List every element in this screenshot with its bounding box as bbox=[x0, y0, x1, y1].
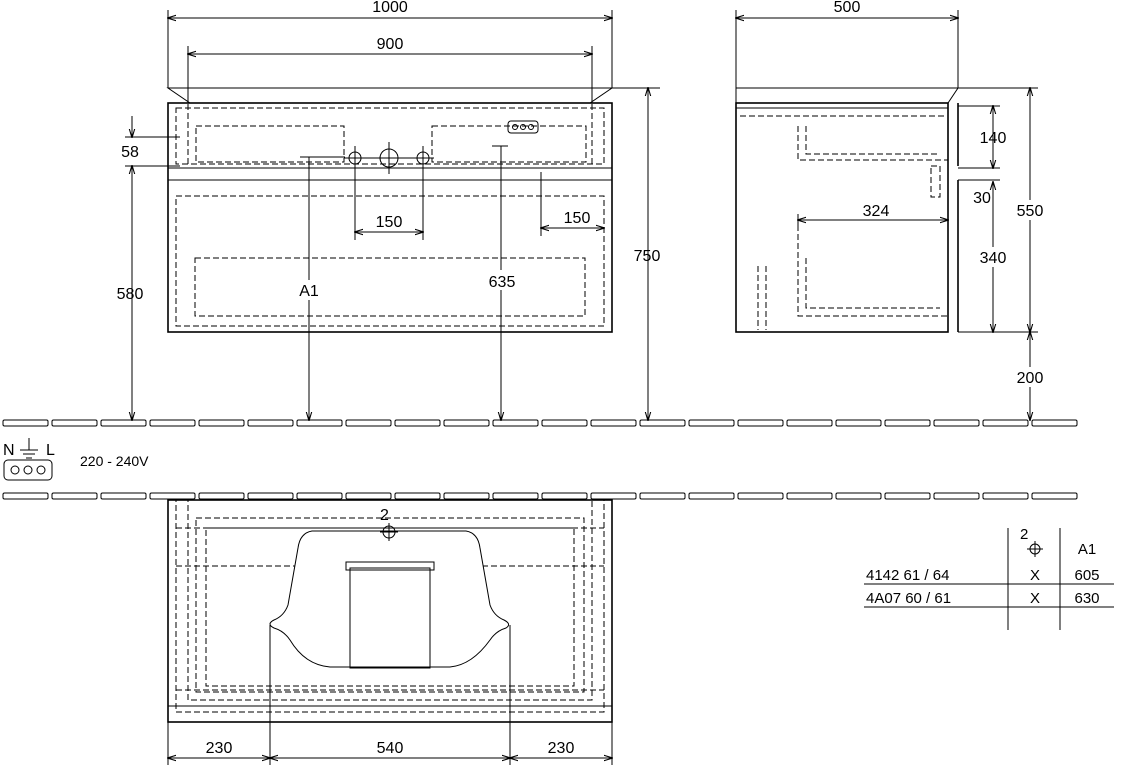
floor-tile bbox=[51, 492, 98, 500]
side-dimensions: 500 140 30 340 550 200 324 bbox=[736, 0, 1048, 420]
dim-58: 58 bbox=[121, 144, 139, 161]
dim-900: 900 bbox=[377, 36, 404, 53]
table-header-hole-icon bbox=[1027, 541, 1043, 557]
tap-holes bbox=[344, 142, 434, 174]
power-legend: N L 220 - 240V bbox=[3, 438, 149, 481]
front-dimensions: 1000 900 58 580 750 150 150 A1 635 bbox=[117, 0, 661, 420]
floor-tiles-bottom bbox=[2, 492, 1078, 500]
floor-tile bbox=[198, 419, 245, 427]
hole-label: 2 bbox=[380, 507, 389, 524]
floor-tile bbox=[443, 492, 490, 500]
floor-tile bbox=[884, 492, 931, 500]
floor-tile bbox=[1031, 419, 1078, 427]
floor-tile bbox=[835, 419, 882, 427]
side-view bbox=[735, 87, 959, 333]
floor-tile bbox=[198, 492, 245, 500]
floor-tile bbox=[541, 492, 588, 500]
table-row-2-mark: X bbox=[1030, 590, 1040, 607]
table-row-1-mark: X bbox=[1030, 567, 1040, 584]
table-row-2-value: 630 bbox=[1074, 590, 1099, 607]
dim-150-right: 150 bbox=[564, 210, 591, 227]
floor-tile bbox=[247, 419, 294, 427]
floor-tile bbox=[786, 492, 833, 500]
floor-tile bbox=[492, 419, 539, 427]
floor-tile bbox=[884, 419, 931, 427]
floor-tile bbox=[149, 492, 196, 500]
table-row-2-code: 4A07 60 / 61 bbox=[866, 590, 951, 607]
basin-outline bbox=[269, 530, 510, 668]
dim-500: 500 bbox=[834, 0, 861, 16]
dim-230-right: 230 bbox=[548, 740, 575, 757]
front-view bbox=[166, 87, 614, 333]
floor-tile bbox=[590, 419, 637, 427]
plan-view: 2 bbox=[167, 499, 613, 723]
floor-tile bbox=[2, 492, 49, 500]
tap-hole-icon bbox=[380, 523, 398, 541]
floor-tile bbox=[296, 492, 343, 500]
floor-tile bbox=[688, 419, 735, 427]
floor-tile bbox=[786, 419, 833, 427]
socket-outlet-icon bbox=[3, 459, 53, 481]
dim-1000: 1000 bbox=[372, 0, 408, 16]
floor-tile bbox=[639, 419, 686, 427]
dim-200: 200 bbox=[1017, 370, 1044, 387]
floor-tile bbox=[247, 492, 294, 500]
floor-tile bbox=[933, 419, 980, 427]
floor-tile bbox=[835, 492, 882, 500]
floor-tile bbox=[688, 492, 735, 500]
front-countertop bbox=[166, 87, 614, 104]
dim-550: 550 bbox=[1017, 203, 1044, 220]
live-label: L bbox=[46, 442, 55, 459]
voltage-label: 220 - 240V bbox=[80, 453, 149, 469]
dim-30: 30 bbox=[973, 190, 991, 207]
floor-tile bbox=[100, 492, 147, 500]
dim-580: 580 bbox=[117, 286, 144, 303]
floor-tile bbox=[394, 419, 441, 427]
dim-750: 750 bbox=[634, 248, 661, 265]
dim-230-left: 230 bbox=[206, 740, 233, 757]
floor-tile bbox=[100, 419, 147, 427]
variant-table: 2 A1 4142 61 / 64 X 605 4A07 60 / 61 X 6… bbox=[864, 526, 1114, 630]
floor-tile bbox=[639, 492, 686, 500]
floor-tile bbox=[590, 492, 637, 500]
dim-540: 540 bbox=[377, 740, 404, 757]
neutral-label: N bbox=[3, 442, 15, 459]
floor-tile bbox=[296, 419, 343, 427]
table-row-1-code: 4142 61 / 64 bbox=[866, 567, 949, 584]
table-header-a1: A1 bbox=[1078, 541, 1096, 558]
floor-tile bbox=[933, 492, 980, 500]
dim-635: 635 bbox=[489, 274, 516, 291]
socket-icon bbox=[507, 120, 539, 134]
floor-tile bbox=[149, 419, 196, 427]
floor-tile bbox=[443, 419, 490, 427]
floor-tile bbox=[345, 492, 392, 500]
table-header-hole-label: 2 bbox=[1020, 526, 1028, 543]
floor-tile bbox=[982, 419, 1029, 427]
floor-tiles-top bbox=[2, 419, 1078, 427]
label-a1: A1 bbox=[299, 283, 319, 300]
floor-tile bbox=[737, 492, 784, 500]
front-cabinet-body bbox=[167, 102, 613, 333]
plan-dimensions: 230 540 230 bbox=[168, 625, 612, 765]
floor-tile bbox=[1031, 492, 1078, 500]
floor-tile bbox=[345, 419, 392, 427]
table-row-1-value: 605 bbox=[1074, 567, 1099, 584]
floor-tile bbox=[394, 492, 441, 500]
dim-150-taps: 150 bbox=[376, 214, 403, 231]
floor-tile bbox=[541, 419, 588, 427]
floor-tile bbox=[2, 419, 49, 427]
floor-tile bbox=[51, 419, 98, 427]
floor-tile bbox=[982, 492, 1029, 500]
dim-340: 340 bbox=[980, 250, 1007, 267]
ground-icon bbox=[20, 438, 38, 459]
dim-140: 140 bbox=[980, 130, 1007, 147]
floor-tile bbox=[737, 419, 784, 427]
floor-tile bbox=[492, 492, 539, 500]
dim-324: 324 bbox=[863, 203, 890, 220]
